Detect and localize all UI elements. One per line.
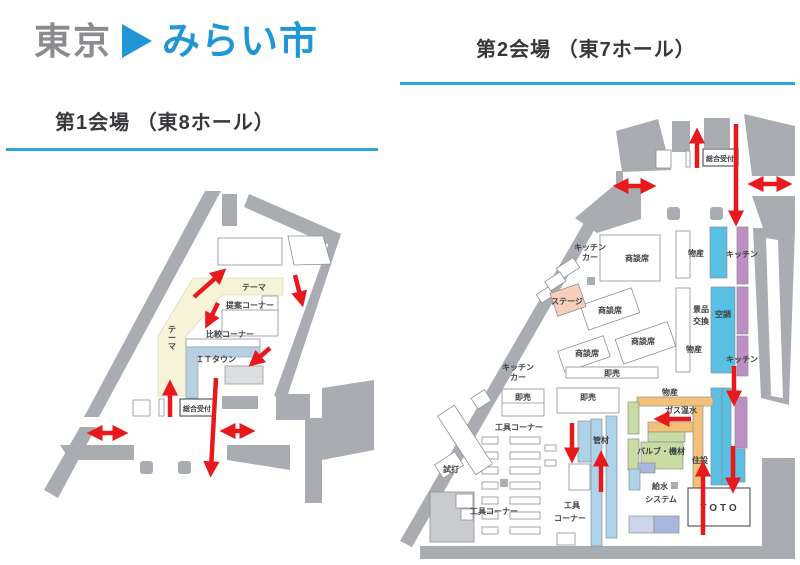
housing-equipment-label: 住設 [692, 455, 709, 465]
valve-equipment-label: バルブ・機材 [637, 446, 685, 456]
meeting-seats-label-4: 商談席 [575, 348, 599, 358]
hall1-flow-arrows [86, 268, 308, 478]
kitchen-car-label-2a: キッチン [502, 363, 534, 372]
hall1-theme-vertical-label: テーマ [168, 325, 176, 351]
logo-tokyo-text: 東京 [34, 20, 112, 62]
kitchen-car-label-1b: カー [582, 253, 598, 262]
sokubai-label-1: 即売 [604, 368, 620, 378]
gas-hotwater-label: ガス温水 [665, 405, 698, 415]
hall1-theme-label: テーマ [242, 283, 266, 292]
aircon-label: 空調 [715, 309, 731, 319]
bussan-label-2: 物産 [686, 344, 702, 354]
venue2-title: 第2会場 （東7ホール） [476, 39, 696, 61]
system-label: システム [645, 495, 677, 504]
hall2-booths [429, 149, 691, 546]
hall2-toto-booth [687, 487, 751, 527]
hall1-reception-label: 総合受付 [183, 404, 211, 413]
hall1-it-town-label: ＩＴタウン [196, 354, 236, 364]
sokubai-label-2: 即売 [580, 392, 596, 402]
venue1-title: 第1会場 （東8ホール） [55, 112, 275, 134]
prize-exchange-label-b: 交換 [693, 316, 710, 326]
kitchen-label-2: キッチン [726, 355, 758, 364]
bussan-label-1: 物産 [688, 248, 704, 258]
meeting-seats-label-1: 商談席 [625, 253, 649, 263]
hall1-walls [44, 191, 374, 503]
venue2-title-rule [400, 82, 795, 85]
toto-label: TOTO [700, 503, 739, 514]
tool-corner-label-3b: コーナー [554, 514, 586, 523]
venue1-title-rule [6, 148, 378, 151]
tool-corner-label-2: 工具コーナー [470, 507, 518, 516]
tool-corner-label-3a: 工具 [564, 501, 580, 510]
event-logo: 東京 みらい市 [34, 10, 318, 65]
kitchen-car-label-1a: キッチン [574, 243, 606, 252]
hall1-teian-corner-label: 提案コーナー [226, 300, 274, 310]
pipe-material-label: 管材 [593, 435, 609, 445]
venue2-floor-map: 総合受付 キッチン カー 商談席 商談席 商談席 商談席 ステージ 物産 キッチ… [400, 114, 795, 559]
venue1-floor-map: テーマ テーマ 提案コーナー 比較コーナー ＩＴタウン 総合受付 [44, 191, 374, 503]
hall2-reception-label: 総合受付 [706, 154, 734, 163]
logo-triangle-icon [122, 23, 152, 58]
sokubai-label-3: 即売 [515, 392, 531, 402]
stage-label: ステージ [551, 297, 583, 306]
bussan-label-3: 物産 [662, 387, 678, 397]
prize-exchange-label-a: 景品 [693, 304, 709, 314]
meeting-seats-label-3: 商談席 [631, 336, 655, 346]
hall2-colored-zones [577, 226, 749, 547]
hall2-stage-block [549, 283, 587, 317]
trial-label: 試打 [443, 464, 459, 474]
tool-corner-label-1: 工具コーナー [495, 423, 543, 432]
kitchen-label-1: キッチン [726, 250, 758, 259]
hall2-labels: 総合受付 キッチン カー 商談席 商談席 商談席 商談席 ステージ 物産 キッチ… [443, 154, 758, 523]
hall2-flow-arrows [563, 124, 793, 535]
hall1-theme-zone [157, 277, 284, 397]
hall2-wall-channel [766, 238, 783, 398]
hall1-hikaku-corner-label: 比較コーナー [206, 329, 254, 339]
logo-mirai-text: みらい市 [162, 21, 319, 63]
meeting-seats-label-2: 商談席 [598, 305, 622, 315]
water-supply-label: 給水 [652, 481, 669, 491]
kitchen-car-label-2b: カー [510, 373, 526, 382]
